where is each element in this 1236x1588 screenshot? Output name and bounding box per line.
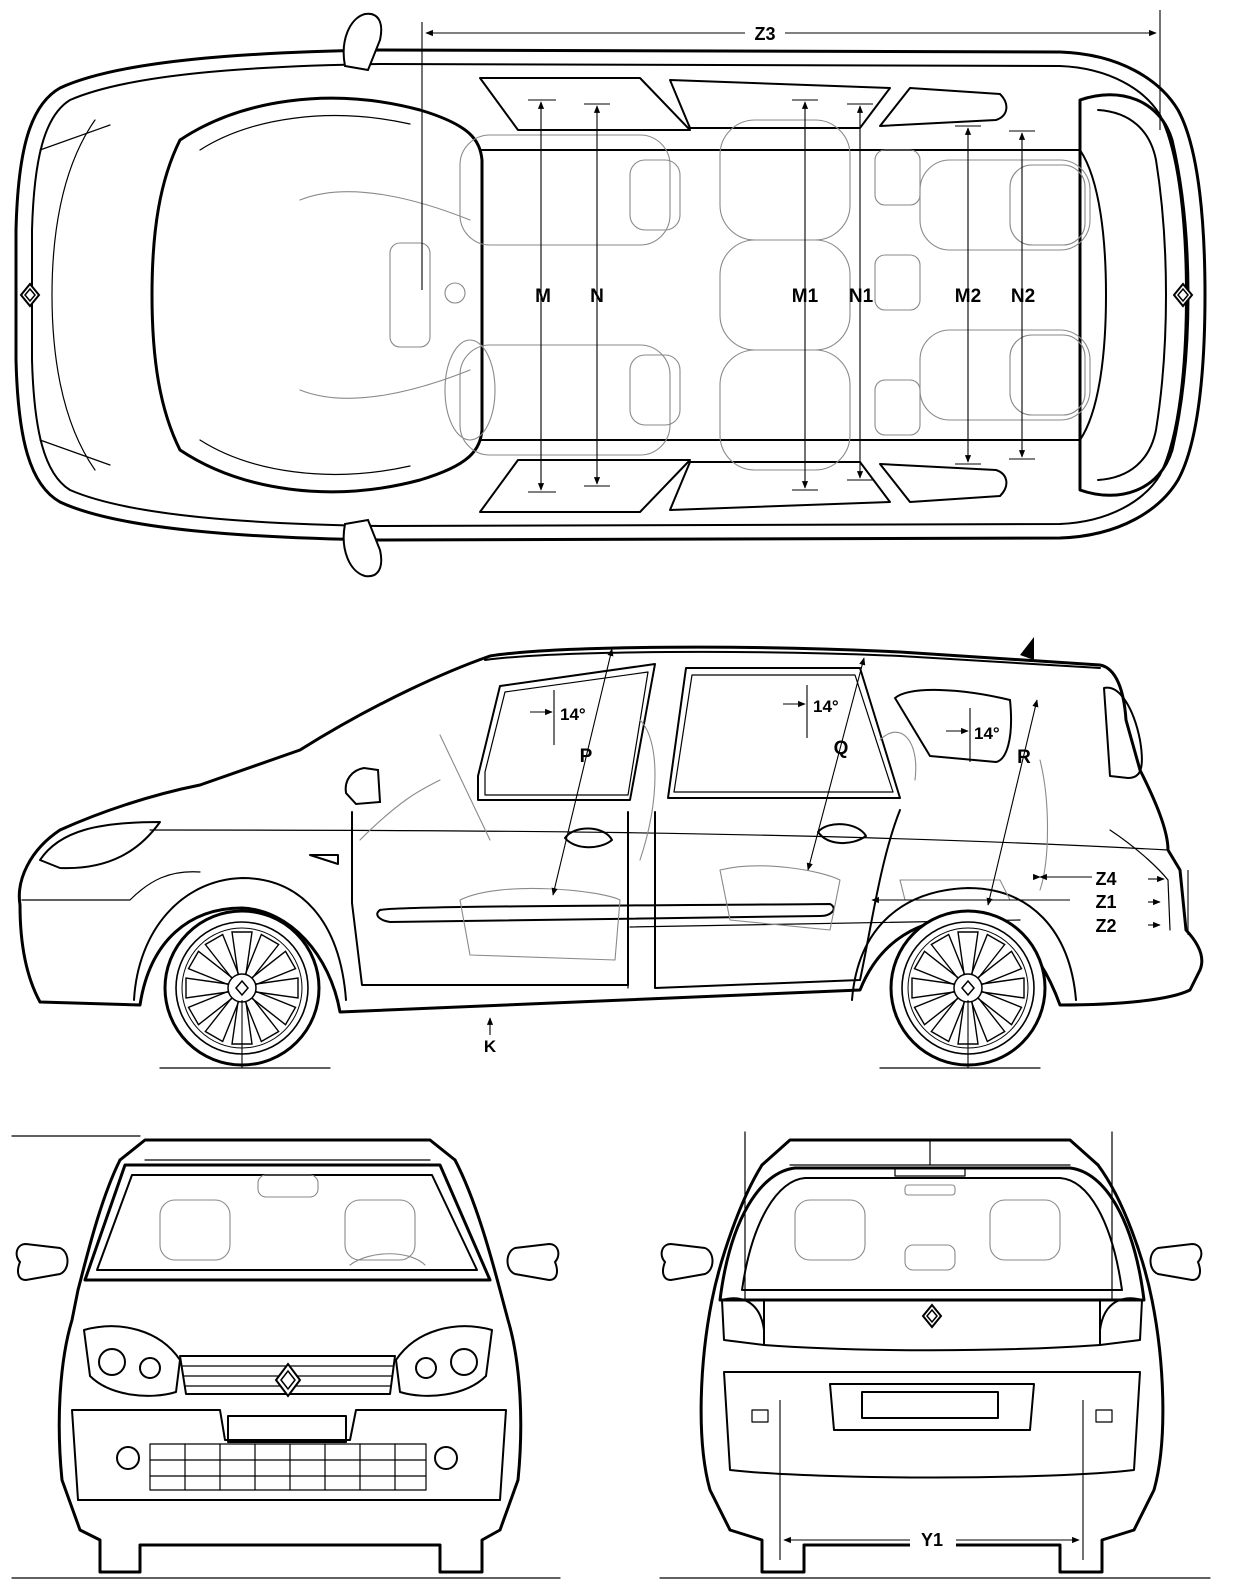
label-r: R [1017,747,1031,768]
label-z2: Z2 [1095,916,1116,936]
label-z3: Z3 [754,24,775,44]
label-m2: M2 [955,286,981,307]
label-k: K [484,1037,497,1056]
label-angle-2: 14° [813,697,839,716]
label-n1: N1 [849,286,874,307]
label-q: Q [834,738,849,759]
rear-view: Y1 [659,1131,1211,1579]
label-m1: M1 [792,286,819,307]
side-view: 14° 14° 14° P Q R Z4 Z1 Z2 K [17,637,1204,1069]
label-z4: Z4 [1095,869,1116,889]
label-m: M [535,286,551,307]
label-angle-1: 14° [560,705,586,724]
label-n2: N2 [1011,286,1035,307]
label-y1: Y1 [921,1530,943,1550]
label-angle-3: 14° [974,724,1000,743]
front-view [11,1135,561,1579]
top-view: Z3 M N M1 N1 M2 N2 [14,10,1207,578]
label-n: N [590,286,604,307]
label-p: P [580,746,593,767]
label-z1: Z1 [1095,892,1116,912]
